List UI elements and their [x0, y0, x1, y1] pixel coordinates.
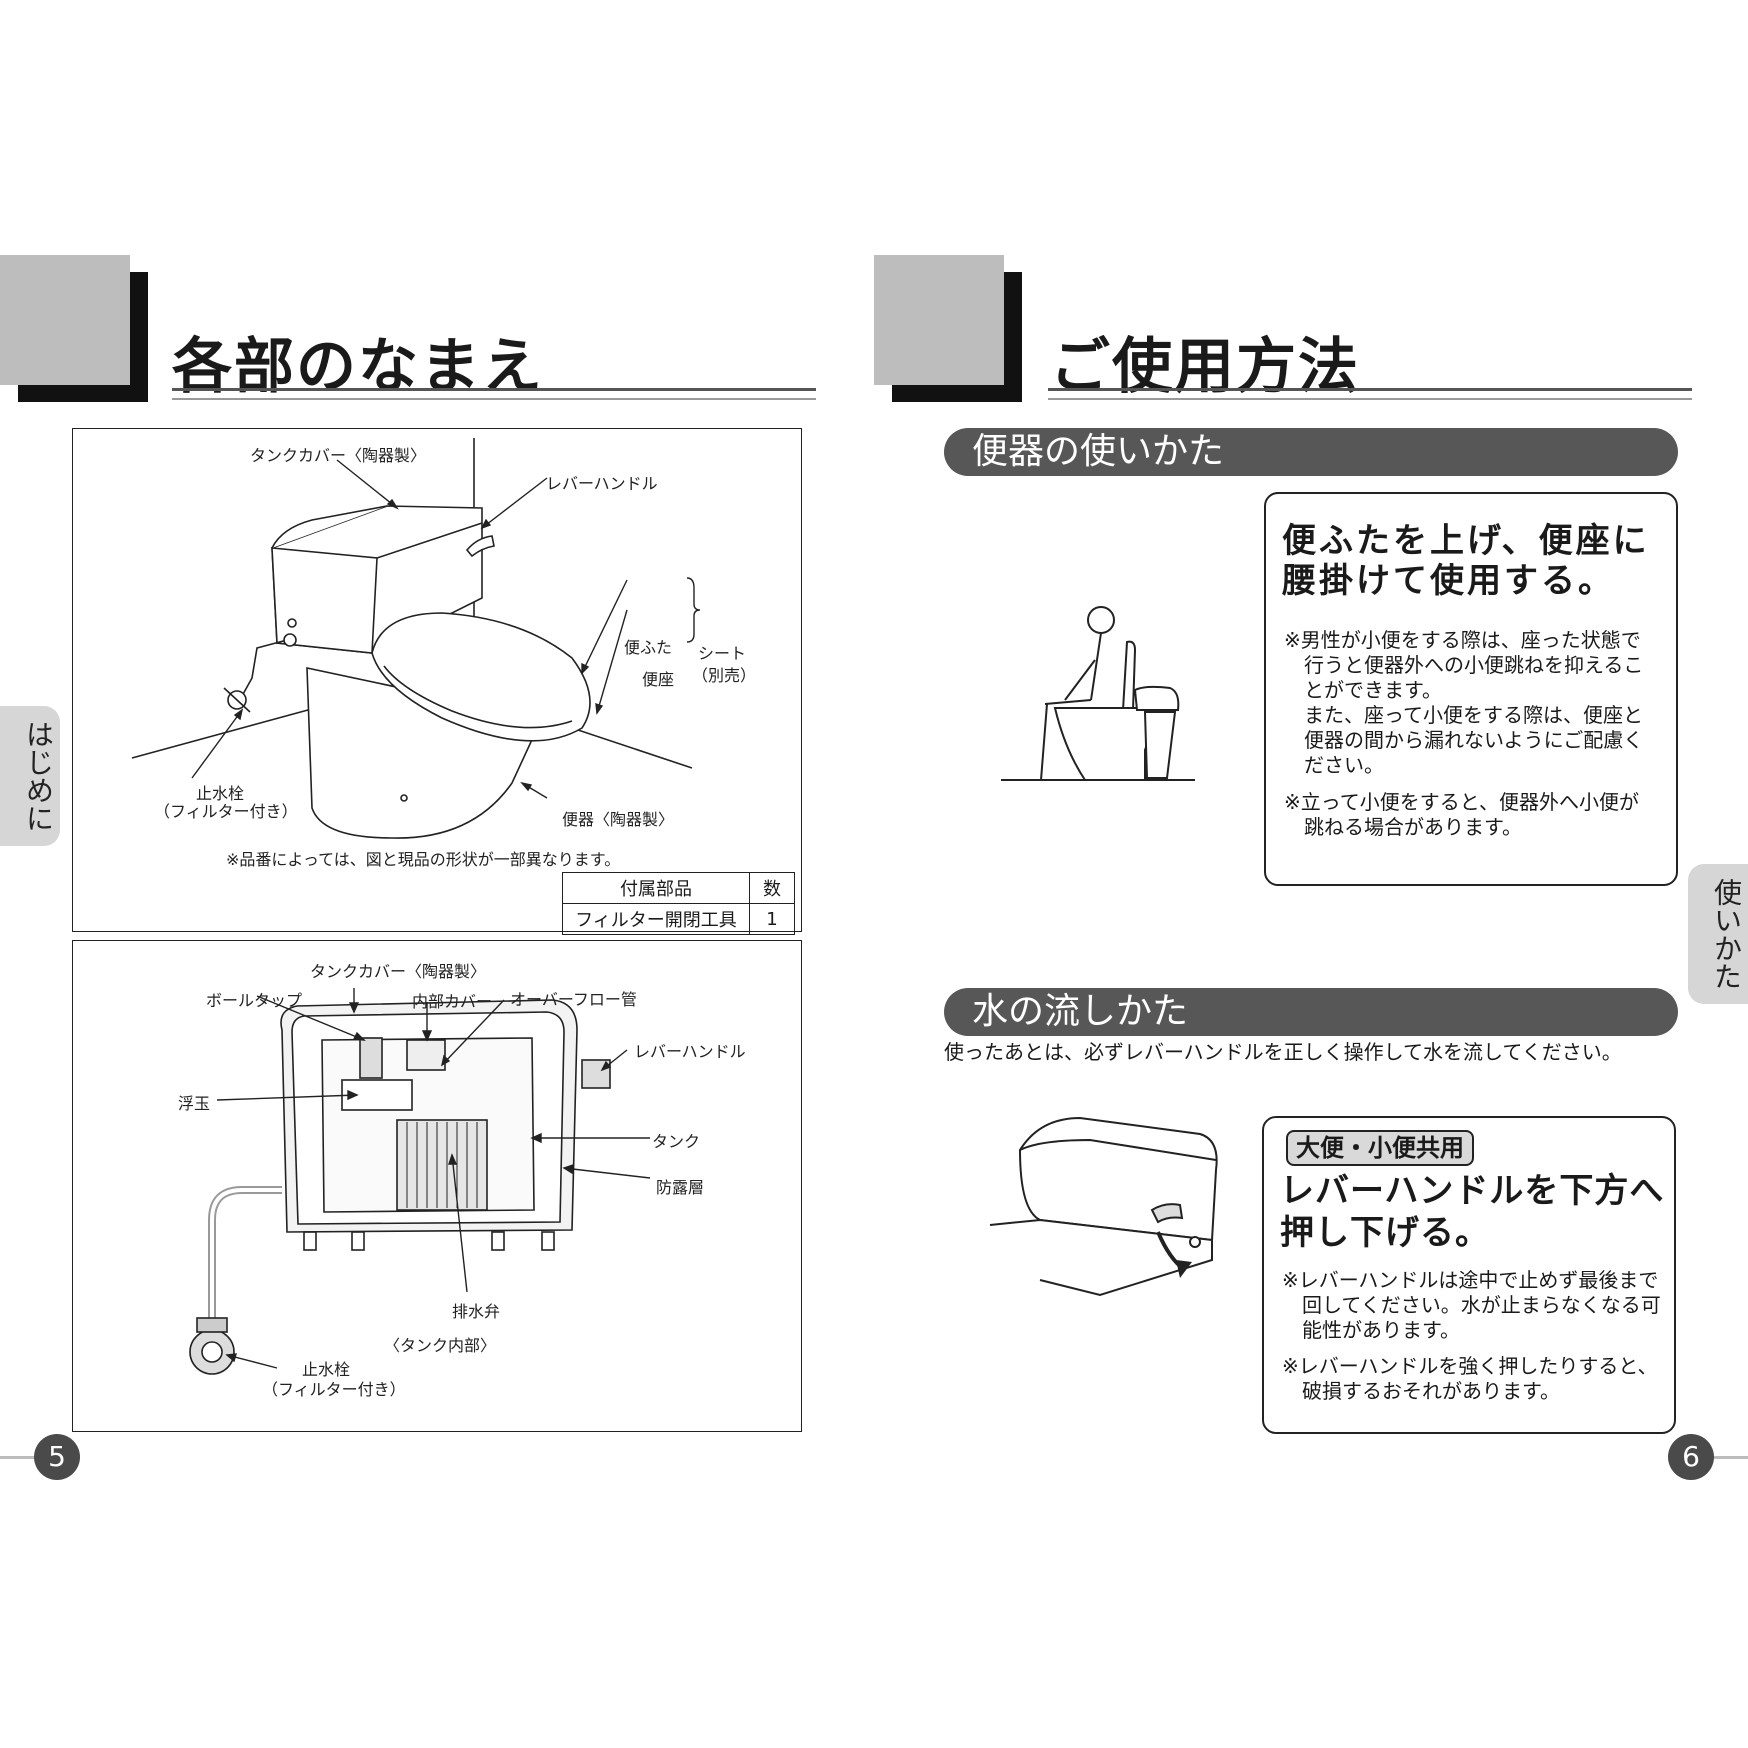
label-seat-group-1: シート [698, 644, 747, 663]
label-bowl: 便器〈陶器製〉 [562, 810, 675, 829]
label-stop-valve-1: 止水栓 [196, 784, 245, 803]
figure-note: ※品番によっては、図と現品の形状が一部異なります。 [226, 850, 621, 869]
section-heading-flushing: 水の流しかた [944, 988, 1678, 1036]
label-stop-valve-interior-2: （フィルター付き） [262, 1380, 406, 1399]
accessory-parts-table: 付属部品 数 フィルター開閉工具 1 [562, 872, 795, 935]
table-cell: 1 [749, 903, 795, 935]
note-line: 跳ねる場合があります。 [1284, 815, 1522, 839]
seated-person-illustration [1001, 606, 1195, 781]
label-tank: タンク [652, 1132, 701, 1151]
right-page-number: 6 [1668, 1434, 1714, 1480]
table-row: フィルター開閉工具 1 [562, 903, 795, 935]
flush-heading-line2: 押し下げる。 [1280, 1213, 1490, 1253]
label-lever-handle: レバーハンドル [546, 474, 658, 493]
left-page-title: 各部のなまえ [172, 332, 544, 402]
note-line: また、座って小便をする際は、便座と [1284, 703, 1643, 727]
right-page-title: ご使用方法 [1050, 332, 1360, 402]
section-heading-toilet-usage: 便器の使いかた [944, 428, 1678, 476]
label-anti-condensation: 防露層 [656, 1178, 705, 1197]
label-tank-cover: タンクカバー〈陶器製〉 [250, 446, 427, 465]
table-header-cell: 数 [749, 872, 795, 904]
left-header-block-gray [0, 255, 130, 385]
instruction-box-toilet-usage [1264, 492, 1678, 886]
label-ball-tap: ボールタップ [206, 991, 303, 1010]
table-header-cell: 付属部品 [562, 872, 750, 904]
tank-lever-illustration [989, 1116, 1218, 1297]
left-page-number-line [0, 1456, 40, 1459]
label-stop-valve-interior-1: 止水栓 [302, 1360, 351, 1379]
label-tank-cover-interior: タンクカバー〈陶器製〉 [310, 962, 487, 981]
left-side-tab[interactable]: はじめに [0, 706, 60, 846]
note-line: ださい。 [1284, 753, 1384, 777]
right-title-rule-thin [1048, 398, 1692, 400]
label-drain-valve: 排水弁 [452, 1302, 501, 1321]
label-stop-valve-2: （フィルター付き） [154, 802, 298, 821]
flush-heading-line1: レバーハンドルを下方へ [1280, 1171, 1665, 1211]
instruction-box-flushing [1262, 1116, 1676, 1434]
label-overflow-pipe: オーバーフロー管 [510, 990, 637, 1009]
table-header-row: 付属部品 数 [562, 872, 795, 904]
label-float: 浮玉 [178, 1094, 211, 1113]
instruction-heading-line2: 腰掛けて使用する。 [1282, 561, 1615, 601]
note-line: ※レバーハンドルは途中で止めず最後まで [1282, 1268, 1659, 1292]
right-title-rule [1048, 388, 1692, 391]
note-line: 回してください。水が止まらなくなる可 [1282, 1293, 1661, 1317]
note-line: とができます。 [1284, 678, 1442, 702]
usage-badge: 大便・小便共用 [1286, 1130, 1474, 1166]
right-page-number-line [1708, 1456, 1748, 1459]
label-inner-cover: 内部カバー [412, 992, 493, 1011]
right-side-tab[interactable]: 使いかた [1688, 864, 1748, 1004]
label-lid: 便ふた [624, 638, 673, 657]
note-line: ※レバーハンドルを強く押したりすると、 [1282, 1354, 1658, 1378]
instruction-heading-line1: 便ふたを上げ、便座に [1282, 521, 1650, 561]
note-line: 便器の間から漏れないようにご配慮く [1284, 728, 1644, 752]
left-title-rule [172, 388, 816, 391]
label-seat-group-2: （別売） [692, 666, 757, 685]
table-cell: フィルター開閉工具 [562, 903, 750, 935]
flushing-intro: 使ったあとは、必ずレバーハンドルを正しく操作して水を流してください。 [944, 1040, 1622, 1064]
tank-interior-illustration [189, 988, 651, 1375]
label-tank-interior-caption: 〈タンク内部〉 [384, 1336, 497, 1355]
label-seat: 便座 [642, 670, 675, 689]
note-line: 能性があります。 [1282, 1318, 1460, 1342]
note-line: 破損するおそれがあります。 [1282, 1379, 1560, 1403]
left-page-number: 5 [34, 1434, 80, 1480]
right-header-block-gray [874, 255, 1004, 385]
note-line: 行うと便器外への小便跳ねを抑えるこ [1284, 653, 1644, 677]
toilet-illustration [131, 438, 701, 839]
left-title-rule-thin [172, 398, 816, 400]
label-lever-handle-interior: レバーハンドル [634, 1042, 746, 1061]
note-line: ※男性が小便をする際は、座った状態で [1284, 628, 1641, 652]
note-line: ※立って小便をすると、便器外へ小便が [1284, 790, 1639, 814]
